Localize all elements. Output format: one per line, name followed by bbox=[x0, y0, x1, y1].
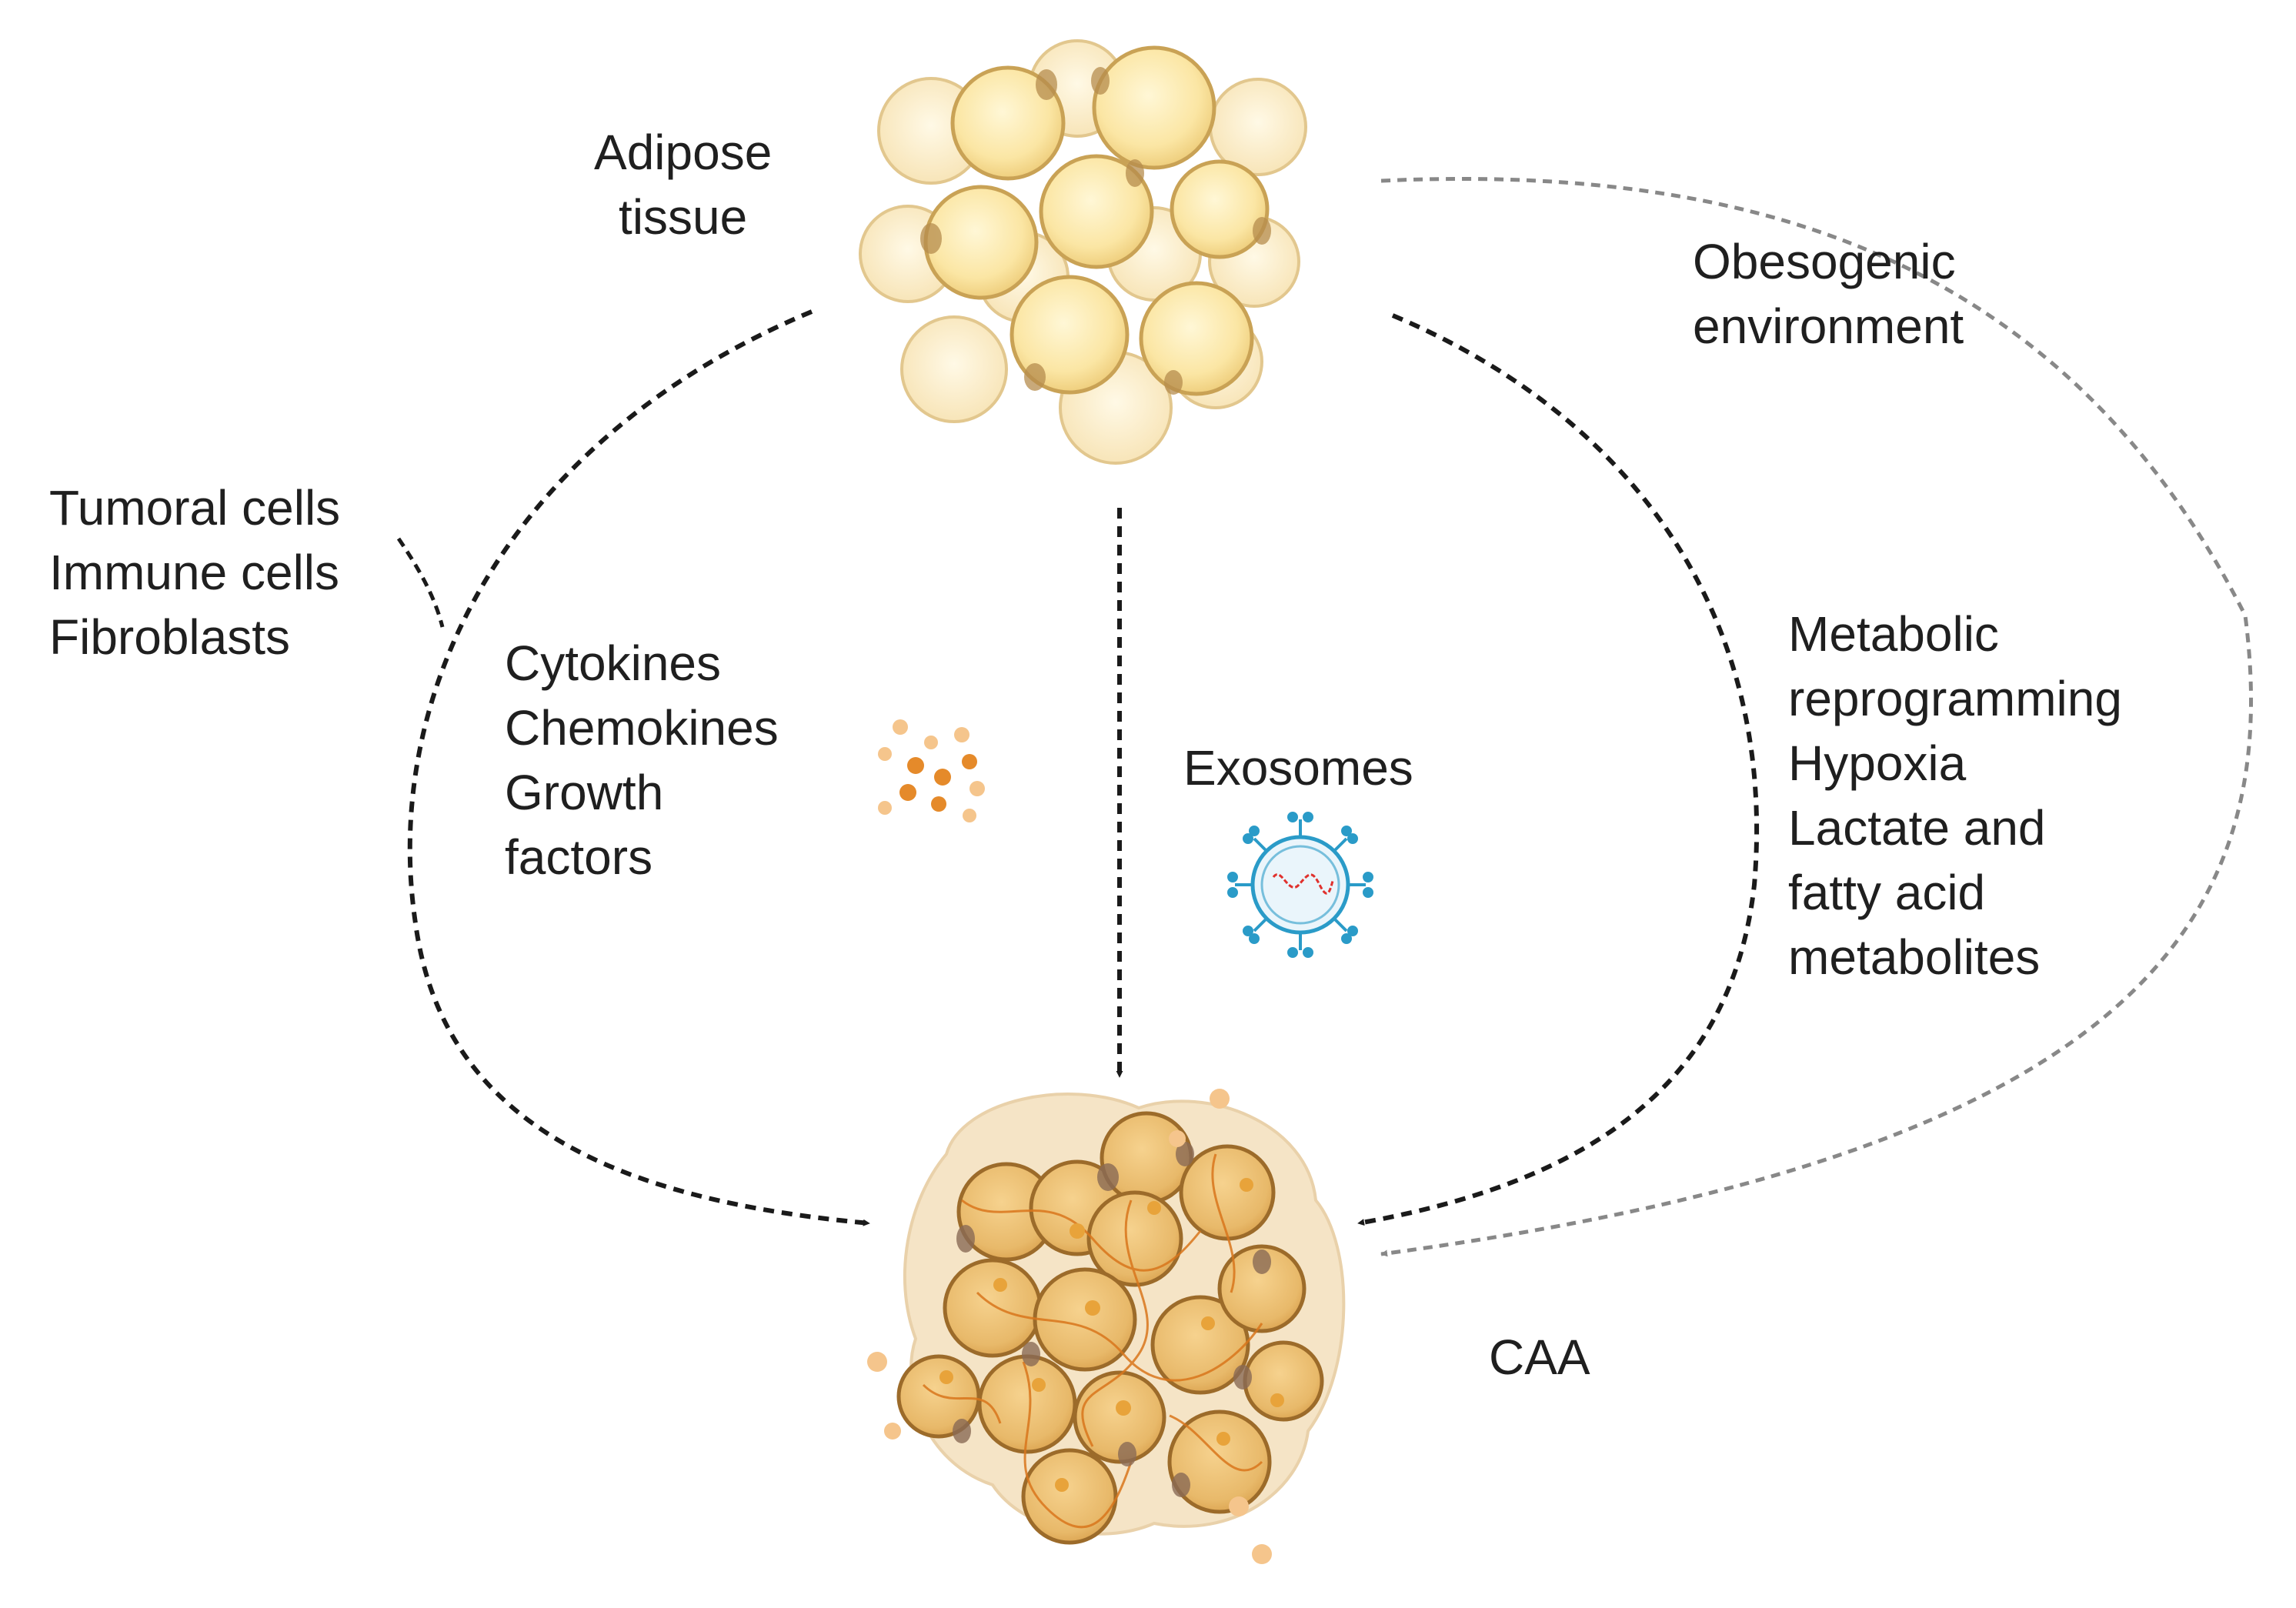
hypoxia-text: Hypoxia bbox=[1788, 736, 1967, 791]
arrows bbox=[396, 177, 2254, 1257]
stromal-cells-label: Tumoral cells Immune cells Fibroblasts bbox=[49, 475, 340, 669]
tumoral-cells-text: Tumoral cells bbox=[49, 480, 341, 535]
adipocyte-nuclei bbox=[920, 67, 1271, 395]
exosome-icon bbox=[1227, 812, 1373, 958]
arrow-obesogenic-curve bbox=[1380, 177, 2254, 1257]
secreted-factor-dots bbox=[878, 719, 985, 822]
obesogenic-text: Obesogenic bbox=[1693, 234, 1956, 289]
caa-label: CAA bbox=[1489, 1325, 1590, 1389]
metabolic-text: Metabolic bbox=[1788, 606, 1999, 662]
exosome-receptors bbox=[1227, 812, 1373, 958]
caa-released-droplets bbox=[867, 1089, 1272, 1564]
exosomes-text: Exosomes bbox=[1183, 740, 1413, 796]
adipose-label-line-2: tissue bbox=[619, 189, 748, 245]
caa-cells bbox=[896, 1111, 1324, 1545]
adipose-label-line-1: Adipose bbox=[594, 125, 773, 180]
arrow-left-curve bbox=[407, 309, 870, 1226]
immune-cells-text: Immune cells bbox=[49, 545, 339, 600]
secreted-factors-label: Cytokines Chemokines Growth factors bbox=[505, 631, 779, 889]
caa-nuclei bbox=[953, 1142, 1271, 1497]
metabolites-text: metabolites bbox=[1788, 929, 2041, 985]
arrow-stromal-connector bbox=[396, 537, 445, 628]
fatty-acid-text: fatty acid bbox=[1788, 865, 1986, 920]
fibroblasts-text: Fibroblasts bbox=[49, 609, 290, 665]
exosome-rna bbox=[1272, 873, 1334, 895]
arrow-right-curve bbox=[1357, 313, 1760, 1226]
growth-text: Growth bbox=[505, 765, 664, 820]
cytokines-text: Cytokines bbox=[505, 636, 721, 691]
adipose-tissue-cluster bbox=[859, 39, 1307, 465]
metabolic-label: Metabolic reprogramming Hypoxia Lactate … bbox=[1788, 602, 2122, 989]
lactate-and-text: Lactate and bbox=[1788, 800, 2046, 856]
caa-fibers bbox=[922, 1153, 1263, 1529]
adipose-tissue-label: Adipose tissue bbox=[594, 120, 772, 249]
factors-text: factors bbox=[505, 829, 653, 885]
reprogramming-text: reprogramming bbox=[1788, 671, 2122, 726]
obesogenic-environment-label: Obesogenic environment bbox=[1693, 229, 1964, 359]
caa-lipid-droplets bbox=[939, 1178, 1284, 1492]
caa-cluster bbox=[867, 1089, 1346, 1564]
chemokines-text: Chemokines bbox=[505, 700, 779, 756]
environment-text: environment bbox=[1693, 299, 1964, 354]
caa-text: CAA bbox=[1489, 1329, 1590, 1385]
exosomes-label: Exosomes bbox=[1183, 736, 1413, 800]
